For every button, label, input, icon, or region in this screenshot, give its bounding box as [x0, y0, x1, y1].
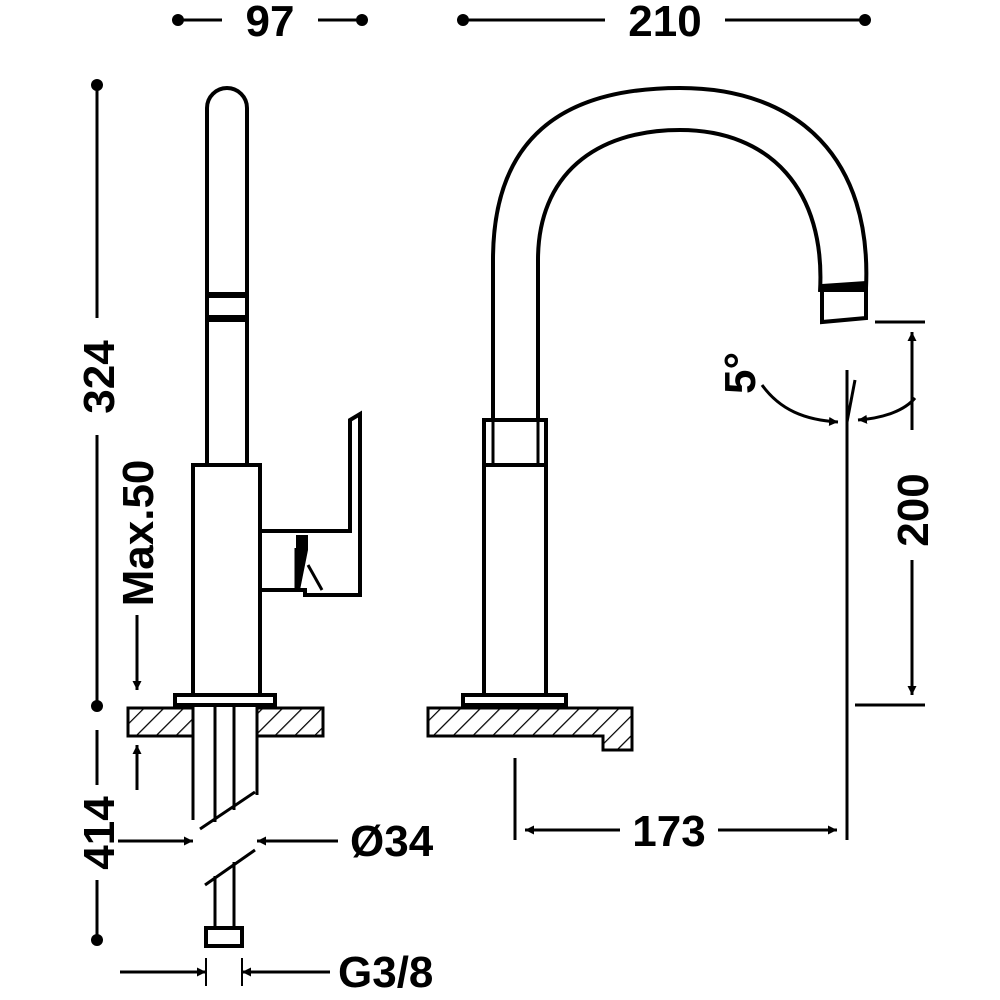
dim-173-label: 173 — [632, 807, 705, 856]
dim-200-label: 200 — [889, 473, 938, 546]
dim-324: 324 — [75, 79, 124, 712]
dim-diameter: Ø34 — [118, 817, 434, 866]
dim-200: 200 — [855, 320, 938, 707]
dim-diameter-label: Ø34 — [350, 817, 434, 866]
dim-max50-label: Max.50 — [114, 460, 163, 607]
dim-210: 210 — [457, 0, 871, 46]
right-countertop — [426, 706, 634, 752]
dim-414: 414 — [75, 730, 124, 946]
left-countertop — [126, 706, 325, 742]
dim-97-label: 97 — [246, 0, 295, 46]
right-view-faucet — [461, 85, 869, 707]
angle-indicator: 5° — [716, 352, 917, 840]
dim-thread-label: G3/8 — [338, 948, 433, 997]
dim-324-label: 324 — [75, 340, 124, 414]
dim-414-label: 414 — [75, 796, 124, 870]
dim-thread: G3/8 — [120, 948, 433, 997]
left-view-faucet — [173, 86, 362, 707]
dim-210-label: 210 — [628, 0, 701, 46]
left-shank — [191, 705, 259, 948]
dim-max50: Max.50 — [114, 460, 163, 790]
angle-label: 5° — [716, 352, 765, 394]
dim-173: 173 — [513, 758, 837, 856]
dim-97: 97 — [172, 0, 368, 46]
